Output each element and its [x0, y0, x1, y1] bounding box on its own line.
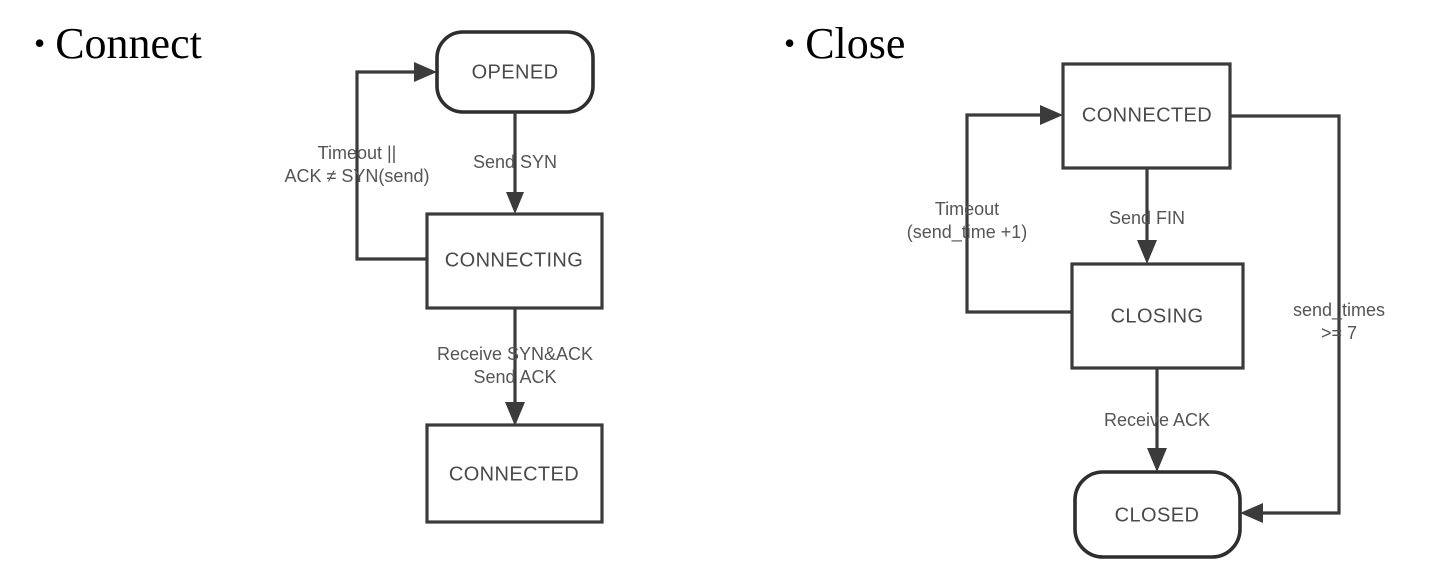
transition-label-timeout: Timeout	[935, 199, 999, 219]
transition-label-send-fin: Send FIN	[1109, 208, 1185, 228]
transition-label-send-syn: Send SYN	[473, 152, 557, 172]
state-shape-closing	[1070, 262, 1245, 370]
transition-connected-to-closed: send_times >= 7	[1230, 114, 1385, 523]
state-label-closed: CLOSED	[1115, 504, 1200, 526]
arrowhead-icon	[1040, 105, 1063, 125]
transition-label-send-ack: Send ACK	[473, 367, 556, 387]
transition-line	[965, 113, 1072, 314]
transition-opened-to-connecting: Send SYN	[473, 112, 557, 214]
transition-label-receive-ack: Receive ACK	[1104, 410, 1210, 430]
transition-line	[1230, 114, 1341, 515]
arrowhead-icon	[1240, 503, 1263, 523]
state-node-closed[interactable]: CLOSED	[1073, 470, 1242, 559]
transition-label-send-times-threshold: >= 7	[1321, 323, 1357, 343]
state-node-connecting[interactable]: CONNECTING	[425, 212, 604, 310]
transition-label-timeout: Timeout ||	[318, 143, 397, 163]
arrowhead-icon	[505, 402, 525, 426]
state-shape-connected	[425, 423, 604, 524]
transition-closing-to-connected: Timeout (send_time +1)	[907, 105, 1072, 314]
transition-label-receive-syn-ack: Receive SYN&ACK	[437, 344, 593, 364]
transition-label-ack-mismatch: ACK ≠ SYN(send)	[285, 166, 430, 186]
state-shape-closed	[1073, 470, 1242, 559]
state-label-opened: OPENED	[472, 61, 559, 83]
transition-line	[355, 70, 427, 261]
connect-state-machine: OPENED Send SYN CONNECTING Receive SYN&A…	[285, 30, 604, 524]
transition-connecting-to-connected: Receive SYN&ACK Send ACK	[437, 308, 593, 426]
state-node-opened[interactable]: OPENED	[435, 30, 595, 114]
state-node-connected-close[interactable]: CONNECTED	[1061, 62, 1232, 170]
bullet-heading-close: •Close	[784, 22, 905, 66]
arrowhead-icon	[506, 192, 524, 214]
state-label-connecting: CONNECTING	[445, 249, 583, 271]
arrowhead-icon	[1147, 448, 1167, 472]
bullet-dot-icon: •	[34, 25, 46, 62]
heading-connect-label: Connect	[55, 19, 202, 68]
state-label-connected: CONNECTED	[1082, 104, 1212, 126]
state-node-closing[interactable]: CLOSING	[1070, 262, 1245, 370]
arrowhead-icon	[414, 62, 437, 82]
state-label-connected: CONNECTED	[449, 463, 579, 485]
arrowhead-icon	[1137, 240, 1157, 264]
transition-label-send-time-increment: (send_time +1)	[907, 222, 1028, 243]
bullet-dot-icon: •	[784, 25, 796, 62]
transition-connecting-to-opened: Timeout || ACK ≠ SYN(send)	[285, 62, 437, 261]
transition-connected-to-closing: Send FIN	[1109, 168, 1185, 264]
state-shape-connecting	[425, 212, 604, 310]
close-state-machine: CONNECTED Send FIN CLOSING Receive ACK	[907, 62, 1385, 559]
heading-close-label: Close	[805, 19, 906, 68]
transition-label-send-times: send_times	[1293, 300, 1385, 321]
state-label-closing: CLOSING	[1111, 305, 1204, 327]
state-node-connected[interactable]: CONNECTED	[425, 423, 604, 524]
bullet-heading-connect: •Connect	[34, 22, 202, 66]
transition-closing-to-closed: Receive ACK	[1104, 368, 1210, 472]
